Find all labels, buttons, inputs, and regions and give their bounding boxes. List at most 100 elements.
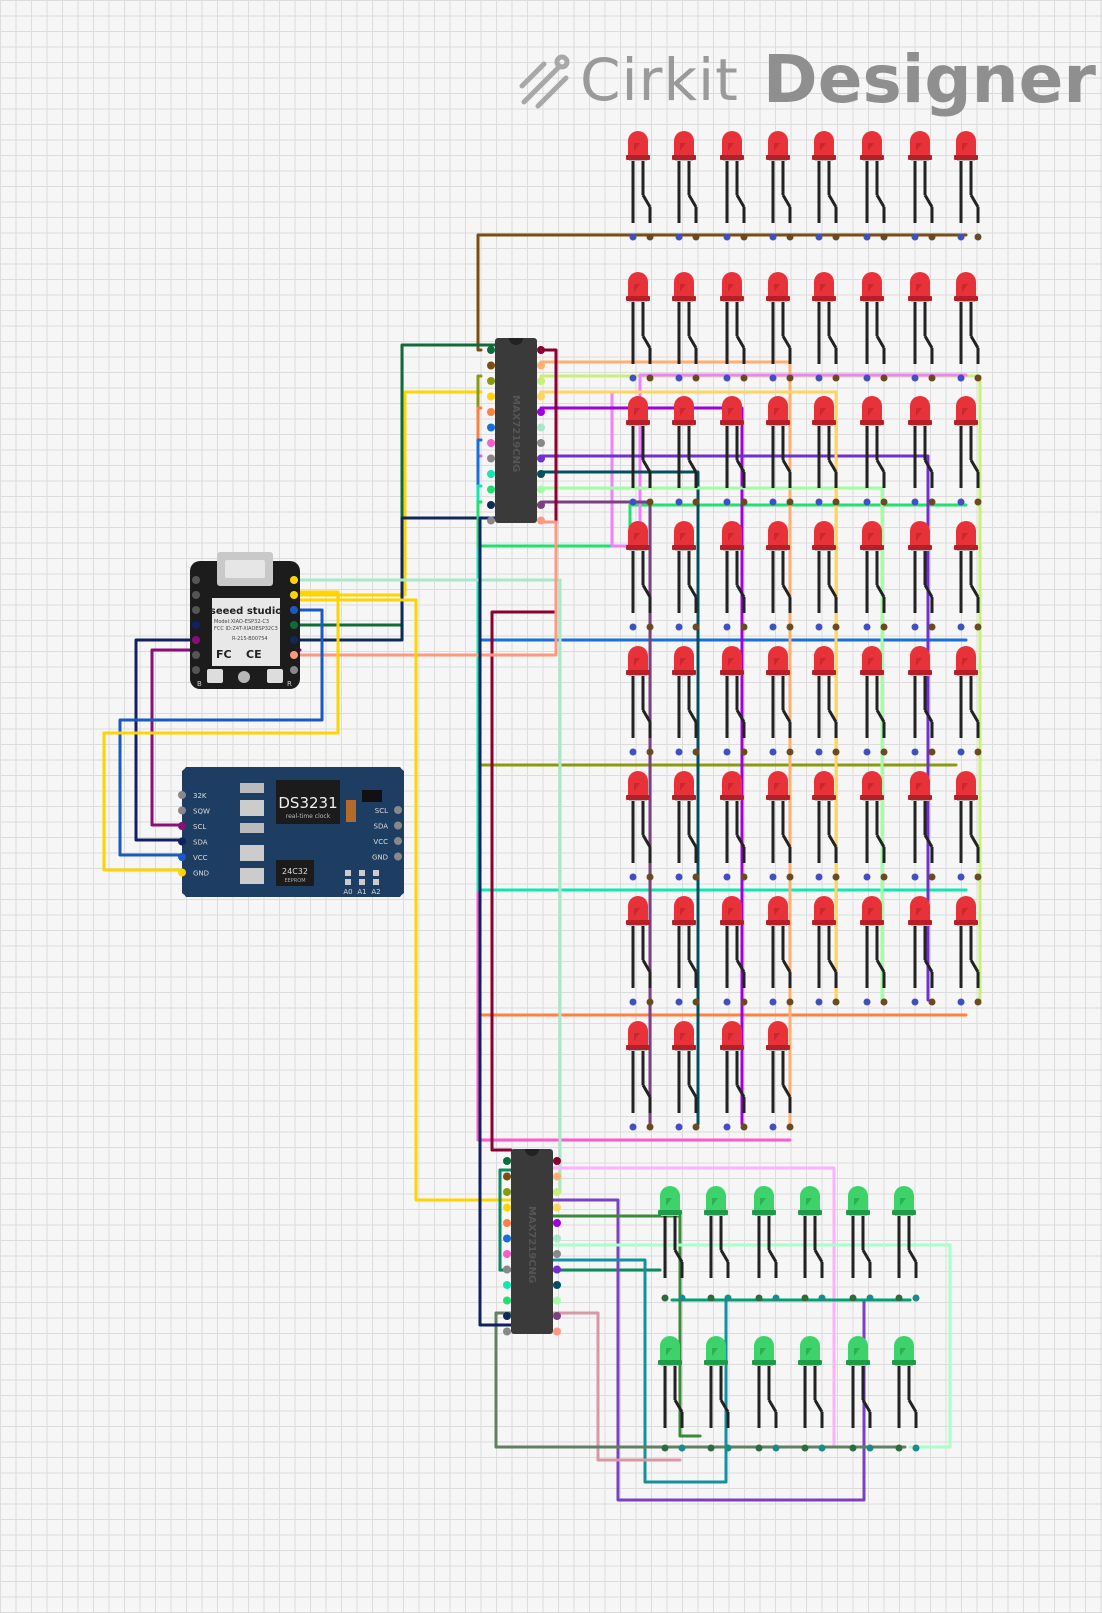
driver-pin-right-10[interactable] — [537, 485, 545, 494]
rtc-pin-right-3[interactable] — [394, 837, 402, 845]
driver-pin-right-8[interactable] — [537, 454, 545, 463]
red-led-5-6[interactable] — [860, 646, 886, 738]
driver-pin-right-1[interactable] — [553, 1157, 561, 1165]
red-led-5-4[interactable] — [766, 646, 792, 738]
green-led-2-2[interactable] — [704, 1336, 730, 1428]
red-led-7-6[interactable] — [860, 896, 886, 988]
red-led-1-8[interactable] — [954, 131, 980, 223]
mcu-pin-left-3[interactable] — [192, 606, 200, 614]
driver-pin-right-3[interactable] — [537, 377, 545, 385]
driver-pin-right-9[interactable] — [537, 470, 545, 478]
red-led-7-5[interactable] — [812, 896, 838, 988]
red-led-3-5[interactable] — [812, 396, 838, 488]
red-led-1-5[interactable] — [812, 131, 838, 223]
driver-pin-right-10[interactable] — [553, 1296, 561, 1305]
rtc-pin-left-5[interactable] — [178, 853, 186, 861]
driver-pin-left-5[interactable] — [487, 408, 495, 416]
mcu-pin-left-4[interactable] — [192, 621, 200, 629]
xiao-esp32c3-board[interactable]: seeed studio Model:XIAO-ESP32-C3 FCC ID:… — [190, 552, 300, 689]
red-led-3-1[interactable] — [626, 396, 652, 488]
red-led-7-1[interactable] — [626, 896, 652, 988]
driver-pin-right-7[interactable] — [537, 439, 545, 447]
driver-pin-right-2[interactable] — [553, 1172, 561, 1181]
mcu-pin-right-6[interactable] — [290, 651, 298, 659]
mcu-pin-right-2[interactable] — [290, 591, 298, 599]
red-led-4-5[interactable] — [812, 521, 838, 613]
red-led-6-5[interactable] — [812, 771, 838, 863]
mcu-pin-right-3[interactable] — [290, 606, 298, 614]
driver-pin-right-12[interactable] — [537, 516, 545, 525]
red-led-4-4[interactable] — [766, 521, 792, 613]
driver-pin-right-9[interactable] — [553, 1281, 561, 1289]
driver-pin-left-1[interactable] — [487, 346, 495, 354]
red-led-2-5[interactable] — [812, 272, 838, 364]
mcu-pin-right-5[interactable] — [290, 636, 298, 644]
rtc-pin-right-1[interactable] — [394, 806, 402, 814]
driver-pin-left-7[interactable] — [487, 439, 495, 447]
rtc-pin-left-1[interactable] — [178, 791, 186, 799]
red-led-3-6[interactable] — [860, 396, 886, 488]
red-led-6-4[interactable] — [766, 771, 792, 863]
driver-pin-left-1[interactable] — [503, 1157, 511, 1165]
red-led-5-2[interactable] — [672, 646, 698, 738]
red-led-2-1[interactable] — [626, 272, 652, 364]
driver-pin-left-12[interactable] — [487, 516, 495, 525]
red-led-5-8[interactable] — [954, 646, 980, 738]
red-led-3-4[interactable] — [766, 396, 792, 488]
driver-pin-left-6[interactable] — [503, 1234, 511, 1243]
red-led-4-2[interactable] — [672, 521, 698, 613]
red-led-2-6[interactable] — [860, 272, 886, 364]
red-led-7-4[interactable] — [766, 896, 792, 988]
max7219-driver-top[interactable]: MAX7219CNG — [487, 338, 545, 525]
red-led-7-3[interactable] — [720, 896, 746, 988]
red-led-8-1[interactable] — [626, 1021, 652, 1113]
green-led-2-6[interactable] — [892, 1336, 918, 1428]
red-led-7-7[interactable] — [908, 896, 934, 988]
rtc-pin-left-4[interactable] — [178, 837, 186, 846]
driver-pin-left-8[interactable] — [503, 1265, 511, 1274]
driver-pin-left-2[interactable] — [487, 361, 495, 370]
red-led-4-7[interactable] — [908, 521, 934, 613]
red-led-6-7[interactable] — [908, 771, 934, 863]
rtc-pin-right-4[interactable] — [394, 852, 402, 861]
mcu-pin-left-7[interactable] — [192, 666, 200, 674]
red-led-2-8[interactable] — [954, 272, 980, 364]
green-led-1-2[interactable] — [704, 1186, 730, 1278]
green-led-1-3[interactable] — [752, 1186, 778, 1278]
rtc-pin-left-6[interactable] — [178, 868, 186, 877]
mcu-pin-left-2[interactable] — [192, 591, 200, 599]
rtc-pin-right-2[interactable] — [394, 821, 402, 830]
driver-pin-right-3[interactable] — [553, 1188, 561, 1196]
red-led-4-3[interactable] — [720, 521, 746, 613]
mcu-pin-left-6[interactable] — [192, 651, 200, 659]
red-led-3-7[interactable] — [908, 396, 934, 488]
max7219-driver-bottom[interactable]: MAX7219CNG — [503, 1149, 561, 1336]
red-led-6-2[interactable] — [672, 771, 698, 863]
mcu-pin-left-1[interactable] — [192, 576, 200, 584]
red-led-5-1[interactable] — [626, 646, 652, 738]
red-led-1-6[interactable] — [860, 131, 886, 223]
green-led-2-5[interactable] — [846, 1336, 872, 1428]
driver-pin-left-11[interactable] — [487, 501, 495, 509]
red-led-8-3[interactable] — [720, 1021, 746, 1113]
driver-pin-right-11[interactable] — [553, 1312, 561, 1320]
red-led-6-1[interactable] — [626, 771, 652, 863]
red-led-5-7[interactable] — [908, 646, 934, 738]
driver-pin-right-5[interactable] — [553, 1219, 561, 1227]
green-led-2-1[interactable] — [658, 1336, 684, 1428]
driver-pin-right-7[interactable] — [553, 1250, 561, 1258]
red-led-8-2[interactable] — [672, 1021, 698, 1113]
driver-pin-left-3[interactable] — [487, 377, 495, 385]
red-led-4-8[interactable] — [954, 521, 980, 613]
mcu-pin-left-5[interactable] — [192, 636, 200, 644]
green-led-1-4[interactable] — [798, 1186, 824, 1278]
driver-pin-right-4[interactable] — [553, 1203, 561, 1212]
red-led-2-4[interactable] — [766, 272, 792, 364]
red-led-2-7[interactable] — [908, 272, 934, 364]
red-led-5-5[interactable] — [812, 646, 838, 738]
driver-pin-right-4[interactable] — [537, 392, 545, 401]
driver-pin-left-11[interactable] — [503, 1312, 511, 1320]
driver-pin-left-8[interactable] — [487, 454, 495, 463]
driver-pin-right-6[interactable] — [553, 1234, 561, 1243]
